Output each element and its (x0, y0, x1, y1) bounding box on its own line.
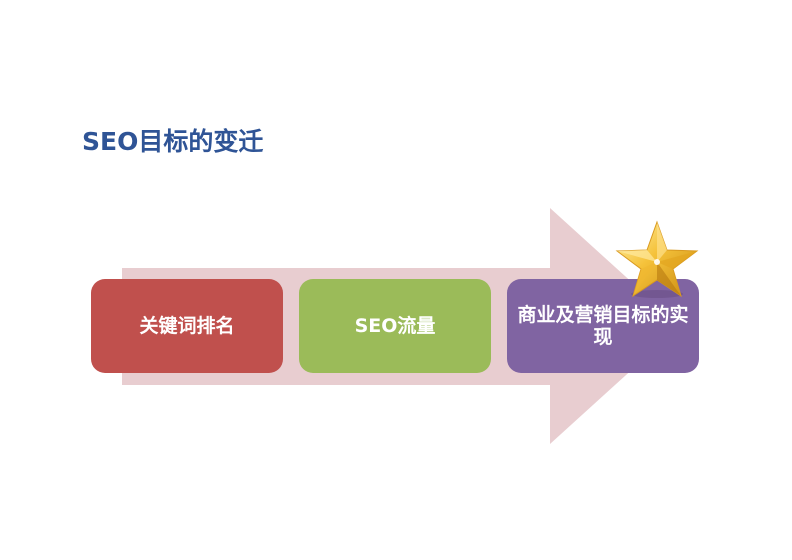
step-label: SEO流量 (354, 315, 436, 337)
step-seo-traffic: SEO流量 (299, 279, 491, 373)
step-keyword-ranking: 关键词排名 (91, 279, 283, 373)
slide-title: SEO目标的变迁 (82, 127, 264, 156)
star-icon (615, 220, 699, 298)
step-label: 关键词排名 (139, 315, 235, 337)
step-label: 商业及营销目标的实现 (517, 304, 689, 348)
